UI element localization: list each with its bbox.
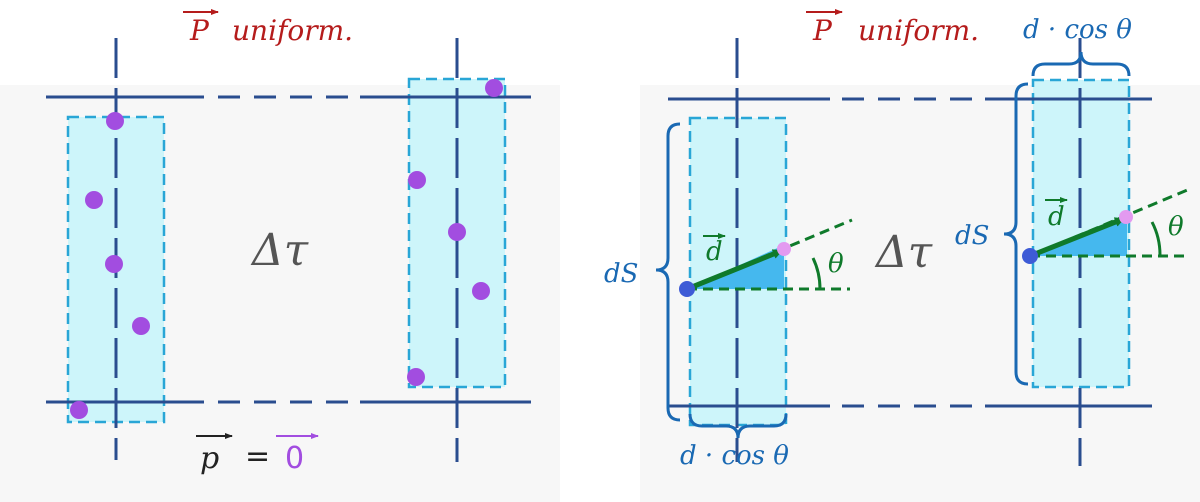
top-width-brace bbox=[1031, 51, 1131, 77]
angle-arc-2 bbox=[1150, 221, 1162, 257]
charge-dot bbox=[105, 255, 123, 273]
surface-brace-left-shape bbox=[655, 122, 681, 422]
charge-dot bbox=[106, 112, 124, 130]
top-width-label: d · cos θ bbox=[1023, 15, 1132, 45]
p-symbol: p bbox=[200, 441, 219, 476]
dipole-label-2: d bbox=[1048, 202, 1065, 232]
dipole-vector-1 bbox=[686, 248, 783, 292]
left-title-text: uniform. bbox=[232, 14, 353, 47]
dipole-label-1: d bbox=[706, 237, 723, 267]
zero-vector: 0 bbox=[285, 441, 304, 476]
left-title-vector: P bbox=[189, 14, 210, 47]
left-volume-label: Δτ bbox=[250, 225, 309, 276]
positive-charge-1 bbox=[777, 242, 791, 256]
bottom-width-brace-shape bbox=[688, 413, 788, 439]
bottom-width-label: d · cos θ bbox=[680, 441, 789, 471]
positive-charge-2 bbox=[1119, 210, 1133, 224]
right-panel: P uniform. d · cos θ d θ bbox=[604, 9, 1200, 502]
angle-label-2: θ bbox=[1168, 212, 1184, 242]
negative-charge-2 bbox=[1022, 248, 1038, 264]
left-panel: P uniform. Δτ bbox=[0, 9, 560, 502]
angle-label-1: θ bbox=[828, 249, 844, 279]
bottom-width-brace: d · cos θ bbox=[680, 413, 789, 471]
charge-dot bbox=[408, 171, 426, 189]
surface-brace-left: dS bbox=[604, 122, 681, 422]
right-title-text: uniform. bbox=[858, 14, 979, 47]
charge-dot bbox=[132, 317, 150, 335]
charge-dot bbox=[472, 282, 490, 300]
negative-charge-1 bbox=[679, 281, 695, 297]
random-dipoles bbox=[70, 79, 503, 419]
angle-arc-1 bbox=[811, 257, 822, 290]
right-title-vector: P bbox=[812, 14, 833, 47]
dipole-vector-2 bbox=[1029, 216, 1125, 259]
surface-label-left: dS bbox=[604, 259, 638, 289]
equals-sign: = bbox=[245, 439, 270, 474]
top-width-brace-shape bbox=[1031, 51, 1131, 77]
charge-dot bbox=[485, 79, 503, 97]
aligned-dipole-1: d θ bbox=[679, 218, 853, 297]
charge-dot bbox=[448, 223, 466, 241]
aligned-dipole-2: d θ bbox=[1022, 186, 1193, 264]
dipole-sum-equation: p = 0 bbox=[196, 433, 319, 476]
charge-dot bbox=[407, 368, 425, 386]
charge-dot bbox=[70, 401, 88, 419]
charge-dot bbox=[85, 191, 103, 209]
surface-brace-right-shape bbox=[1003, 82, 1029, 386]
right-title: P uniform. d · cos θ bbox=[806, 9, 1132, 47]
surface-label-right: dS bbox=[955, 221, 989, 251]
surface-brace-right: dS bbox=[955, 82, 1029, 386]
right-volume-label: Δτ bbox=[874, 227, 933, 278]
left-title: P uniform. bbox=[183, 9, 353, 47]
